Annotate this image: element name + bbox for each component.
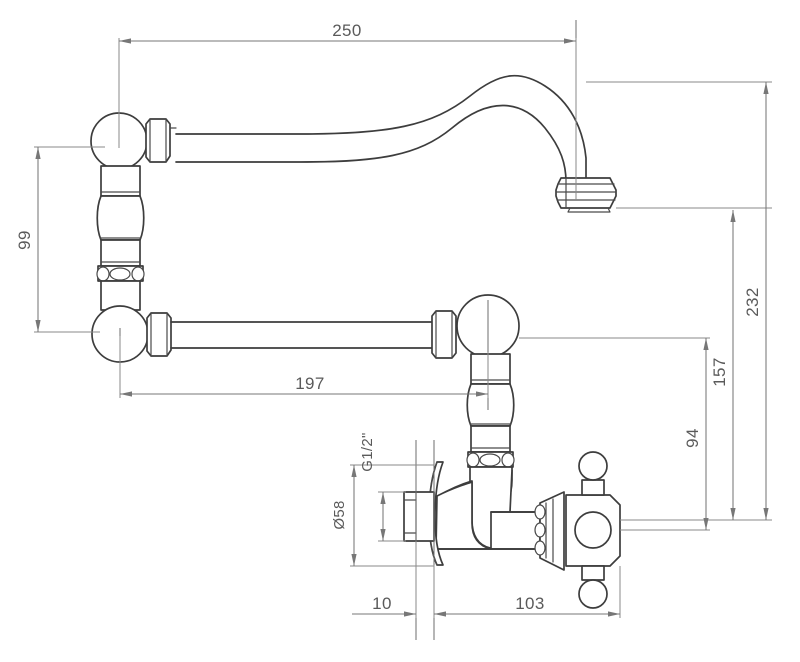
dimension-label-99: 99 [15, 230, 34, 250]
valve-stem-column [466, 353, 515, 468]
handle-neck-beads [534, 504, 546, 556]
vertical-riser-column [96, 165, 145, 311]
dimension-label-94: 94 [683, 428, 702, 448]
inlet-thread-nipple [403, 491, 435, 542]
valve-body [435, 466, 541, 550]
lower-horizontal-arm [170, 321, 433, 349]
base-swivel-ball-joint [431, 294, 520, 359]
dimension-label-10: 10 [372, 594, 392, 613]
dimension-inlet-thread: G1/2" [359, 432, 406, 542]
dimension-label-diameter-58: Ø58 [331, 500, 348, 529]
bead-ring-upper [96, 266, 145, 282]
dimension-label-g-half-inch: G1/2" [359, 432, 376, 471]
dimension-label-232: 232 [743, 287, 762, 317]
dimension-lower-arm-length: 197 [119, 336, 489, 398]
upper-swivel-ball-joint [90, 112, 177, 170]
cross-handle [534, 451, 621, 609]
dimension-flange-diameter: Ø58 [331, 464, 434, 567]
dimension-spout-outlet-height: 232 [586, 81, 772, 521]
dimension-label-250: 250 [332, 21, 362, 40]
dimension-handle-projection: 103 [434, 566, 621, 618]
dimension-joint-height: 157 [616, 207, 740, 520]
lower-swivel-ball-joint [91, 305, 172, 363]
spout-outlet-nozzle [555, 177, 617, 213]
dimension-overall-reach: 250 [118, 21, 577, 200]
dimension-riser-height: 99 [15, 146, 105, 333]
dimension-valve-centre-height: 94 [519, 337, 710, 531]
dimension-thread-projection: 10 [352, 541, 435, 618]
swan-neck-spout [175, 74, 587, 183]
faucet-part-outline [90, 74, 621, 609]
dimension-label-197: 197 [295, 374, 325, 393]
dimension-label-157: 157 [710, 357, 729, 387]
dimension-label-103: 103 [515, 594, 545, 613]
bead-ring-lower [466, 452, 515, 468]
